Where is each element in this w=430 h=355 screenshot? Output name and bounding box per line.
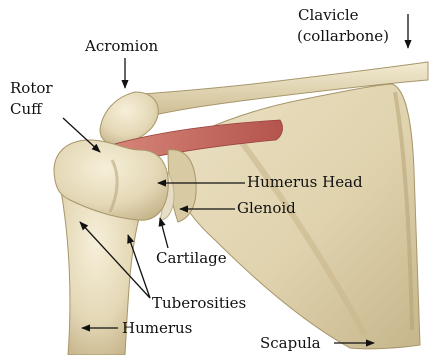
humerus-head-label: Humerus Head: [247, 174, 363, 191]
tuberosities-label: Tuberosities: [152, 295, 246, 312]
collarbone-label: (collarbone): [297, 28, 389, 45]
cuff-label: Cuff: [10, 101, 42, 118]
glenoid-label: Glenoid: [237, 200, 296, 217]
clavicle-label: Clavicle: [298, 7, 359, 24]
scapula-label: Scapula: [260, 335, 321, 352]
cartilage-label: Cartilage: [156, 250, 227, 267]
humerus-label: Humerus: [122, 320, 192, 337]
acromion-label: Acromion: [85, 38, 158, 55]
cartilage-arrow: [160, 218, 168, 248]
rotor-label: Rotor: [10, 80, 53, 97]
